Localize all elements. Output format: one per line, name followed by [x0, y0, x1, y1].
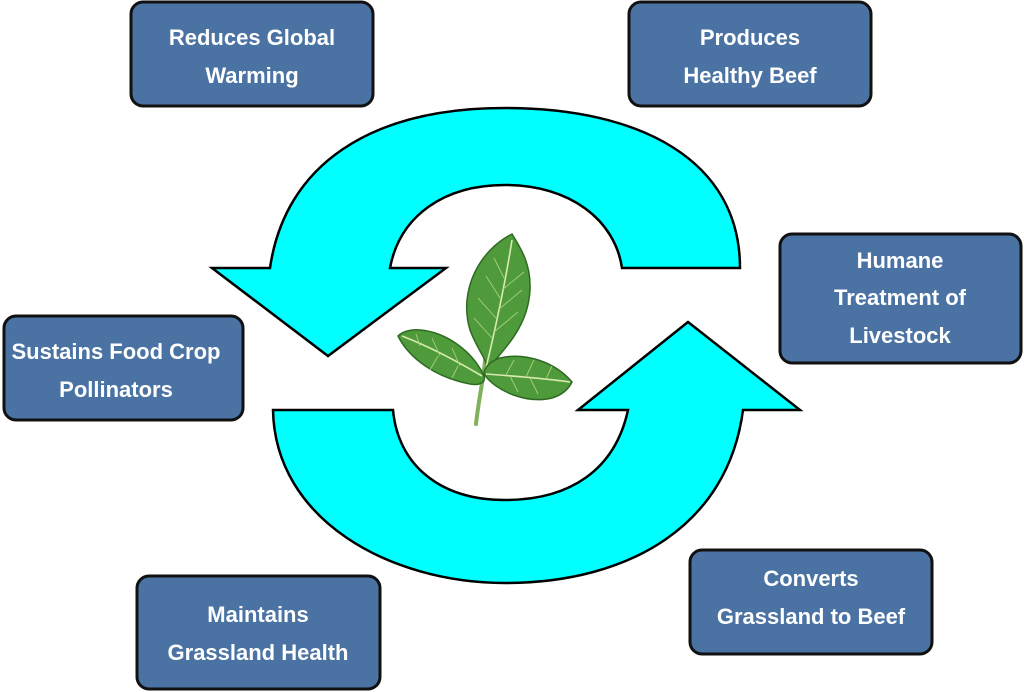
node-converts-grassland-to-beef: Converts Grassland to Beef — [688, 548, 934, 656]
node-label-line: Pollinators — [59, 377, 173, 402]
node-label-line: Livestock — [849, 323, 951, 348]
node-maintains-grassland-health: Maintains Grassland Health — [135, 574, 382, 691]
node-humane-treatment-of-livestock: Humane Treatment of Livestock — [778, 232, 1023, 365]
node-label-line: Warming — [205, 63, 298, 88]
cycle-arrow-bottom — [271, 320, 804, 585]
cycle-arrow-top — [208, 106, 742, 358]
leaf-icon — [397, 233, 573, 426]
node-label-line: Sustains Food Crop — [12, 339, 221, 364]
node-label-line: Reduces Global — [169, 25, 335, 50]
node-label-line: Humane — [857, 248, 944, 273]
node-sustains-food-crop-pollinators: Sustains Food Crop Pollinators — [2, 314, 245, 422]
node-reduces-global-warming: Reduces Global Warming — [129, 0, 375, 108]
node-label-line: Converts — [763, 566, 858, 591]
node-label-line: Treatment of — [834, 285, 967, 310]
node-label-line: Produces — [700, 25, 800, 50]
node-label-line: Grassland to Beef — [717, 604, 906, 629]
node-label-line: Healthy Beef — [683, 63, 817, 88]
node-label-line: Grassland Health — [168, 640, 349, 665]
node-produces-healthy-beef: Produces Healthy Beef — [627, 0, 873, 108]
node-label-line: Maintains — [207, 602, 308, 627]
